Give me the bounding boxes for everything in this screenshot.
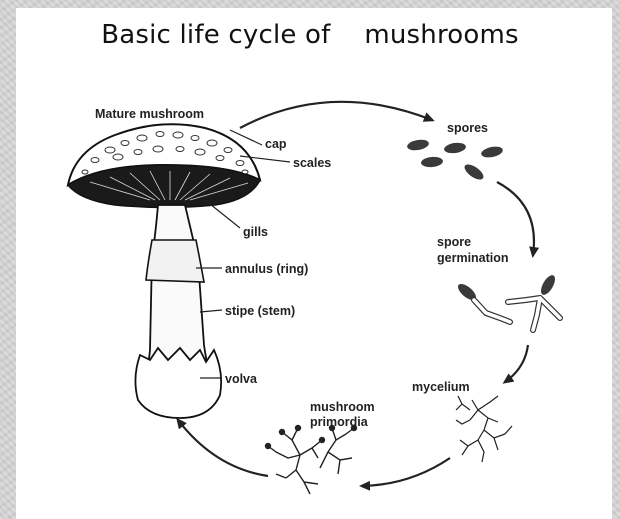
mushroom-annulus [146,240,204,282]
label-spore-germination-line2: germination [437,251,509,265]
primordia-network [266,426,357,495]
label-annulus: annulus (ring) [225,262,308,276]
arrow-to-primordia [362,458,450,486]
label-gills: gills [243,225,268,239]
mycelium-network [456,396,512,462]
germinating-spores [455,273,560,330]
arrow-to-germination [497,182,534,255]
arrow-to-mycelium [505,345,528,382]
label-stipe: stipe (stem) [225,304,295,318]
label-volva: volva [225,372,258,386]
mushroom-volva [135,348,221,418]
label-spores: spores [447,121,488,135]
arrow-to-spores [240,102,432,128]
label-mycelium: mycelium [412,380,470,394]
label-mature-mushroom: Mature mushroom [95,107,204,121]
spores-cluster [406,138,504,182]
label-primordia-line1: mushroom [310,400,375,414]
label-cap: cap [265,137,287,151]
arrow-to-mature [178,420,268,476]
label-spore-germination-line1: spore [437,235,471,249]
label-scales: scales [293,156,331,170]
label-primordia-line2: primordia [310,415,369,429]
